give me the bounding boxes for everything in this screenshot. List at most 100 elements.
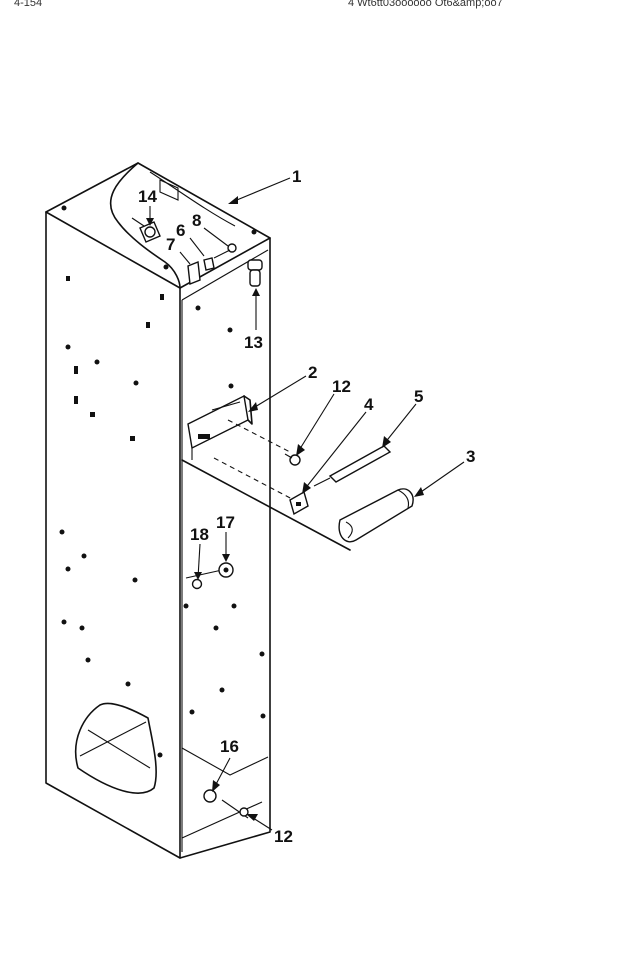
part-5-rod [313,445,392,487]
leader-7 [179,251,191,265]
liner-top-lip [181,249,269,301]
part-12-screw-upper [284,453,301,466]
callout-4: 4 [364,395,374,414]
callout-1: 1 [292,167,301,186]
part-3-body [338,488,414,543]
part-3-end-right [397,489,410,509]
dash-2-4 [213,457,295,501]
part-5-tip [313,477,331,487]
arrow-16 [212,780,220,792]
arrow-13 [252,288,260,296]
part-14-screw [131,217,145,227]
callout-6: 6 [176,221,185,240]
hole [65,344,71,350]
callout-8: 8 [192,211,201,230]
cabinet-liner [45,162,271,859]
hole [213,625,219,631]
liner-bottom-rim [181,747,269,776]
liner-top-left-edge [45,211,181,289]
part-2-side [243,395,253,425]
arrow-12-lower [246,814,258,821]
hole [219,687,225,693]
part-4-clip [289,490,309,516]
part-2-rib [211,401,241,411]
hole [125,681,131,687]
callout-17: 17 [216,513,235,532]
hole [81,553,87,559]
part-13-socket-top [247,259,263,271]
page-header: 4-154 4 Wt6tt03oooooo Ot6&amp;oo7 [14,0,503,9]
guide-to-3 [181,459,351,551]
hole [65,566,71,572]
part-12-head [289,454,301,466]
hole [259,651,265,657]
part-3-channel [338,488,414,543]
hole [61,205,67,211]
top-bracket [159,179,179,201]
hole [195,305,201,311]
callout-12-upper: 12 [332,377,351,396]
guide-18-17 [185,569,223,579]
hole [160,294,164,300]
part-16-grommet [203,789,217,803]
part-7-bracket [187,261,201,285]
hole [260,713,266,719]
hole [157,752,163,758]
callout-5: 5 [414,387,423,406]
part-14-clip-hole [144,226,156,238]
header-left: 4-154 [14,0,42,9]
part-12-shank [284,453,293,459]
part-12-screw-lower [239,807,249,817]
part-5-body [328,445,392,483]
callout-7: 7 [166,235,175,254]
leader-5 [383,403,417,445]
hole [66,276,70,281]
top-parts [131,217,263,287]
leader-8 [203,227,229,247]
hole [94,359,100,365]
callout-13: 13 [244,333,263,352]
hole [74,396,78,404]
callout-18: 18 [190,525,209,544]
callout-labels: 1 14 6 8 7 13 2 12 4 5 3 17 18 16 12 [138,167,475,846]
parts-17-18 [191,562,234,590]
arrow-14 [146,218,154,226]
leader-lines [146,177,465,831]
hole [79,625,85,631]
hole [183,603,189,609]
dash-2-12 [227,419,291,453]
mounting-holes [59,205,266,758]
arrow-2 [248,402,258,412]
hole [146,322,150,328]
hole [132,577,138,583]
liner-top-cutout [109,162,181,289]
assembly-lines [181,419,351,819]
part-18-screw [191,578,203,590]
part-4-hole [296,502,301,506]
leader-4 [303,411,367,491]
part-13-socket-body [249,269,261,287]
hole [61,619,67,625]
hole [231,603,237,609]
leader-1 [231,177,291,203]
cutout-cross-2 [79,721,147,757]
arrow-1 [228,196,238,204]
part-8-shaft [213,249,231,259]
part-2-slot [198,434,210,439]
arrow-3 [414,487,424,497]
liner-top-inner-line [149,171,236,227]
leader-2 [249,375,307,411]
hole [189,709,195,715]
hole [59,529,65,535]
liner-bottom-inner [181,801,263,839]
arrow-4 [302,482,311,494]
hole [74,366,78,374]
arrow-18 [194,572,202,580]
cutout-cross-1 [87,729,151,769]
arrow-5 [382,436,391,448]
part-6-clip [203,257,215,271]
part-17-hole [223,567,229,573]
hole [90,412,95,417]
arrow-12-upper [296,444,305,456]
